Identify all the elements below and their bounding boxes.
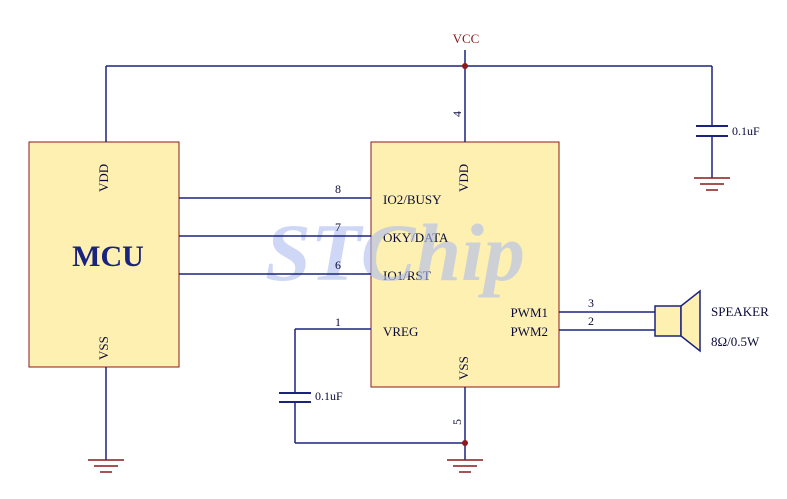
ground-icon-vcc-cap — [694, 177, 730, 191]
pin-number-io1-rst: 6 — [335, 258, 341, 272]
junction-dot-vss — [462, 440, 468, 446]
pin-label-pwm1: PWM1 — [510, 305, 548, 320]
pin-label-io1-rst: IO1/RST — [383, 268, 431, 283]
pin-label-io2-busy: IO2/BUSY — [383, 192, 442, 207]
chip-block — [370, 141, 560, 388]
junction-dot-vcc — [462, 63, 468, 69]
wires — [105, 50, 713, 460]
pin-label-pwm2: PWM2 — [510, 324, 548, 339]
capacitor-vreg-label: 0.1uF — [315, 389, 343, 403]
capacitor-vreg-icon — [279, 392, 311, 403]
mcu-vdd-label: VDD — [96, 164, 111, 192]
pin-number-vreg: 1 — [335, 315, 341, 329]
chip-vss-label: VSS — [456, 356, 471, 380]
ground-icon-mcu — [88, 459, 124, 473]
speaker-label: SPEAKER — [711, 304, 769, 319]
pin-number-vss: 5 — [450, 419, 464, 425]
pin-label-vreg: VREG — [383, 324, 418, 339]
pin-number-vdd: 4 — [450, 111, 464, 117]
speaker-rating: 8Ω/0.5W — [711, 334, 760, 349]
speaker-icon — [654, 289, 701, 353]
chip-vdd-label: VDD — [456, 164, 471, 192]
pin-number-io2-busy: 8 — [335, 182, 341, 196]
ground-icon-chip — [447, 459, 483, 473]
mcu-block — [28, 141, 180, 368]
mcu-label: MCU — [72, 240, 144, 273]
pin-number-pwm1: 3 — [588, 296, 594, 310]
pin-number-oky-data: 7 — [335, 220, 341, 234]
watermark: STChip — [265, 207, 525, 298]
capacitor-vcc-label: 0.1uF — [732, 124, 760, 138]
pin-number-pwm2: 2 — [588, 314, 594, 328]
capacitor-vcc-icon — [696, 125, 728, 137]
pin-label-oky-data: OKY/DATA — [383, 230, 449, 245]
mcu-vss-label: VSS — [96, 336, 111, 360]
vcc-label: VCC — [453, 31, 480, 46]
